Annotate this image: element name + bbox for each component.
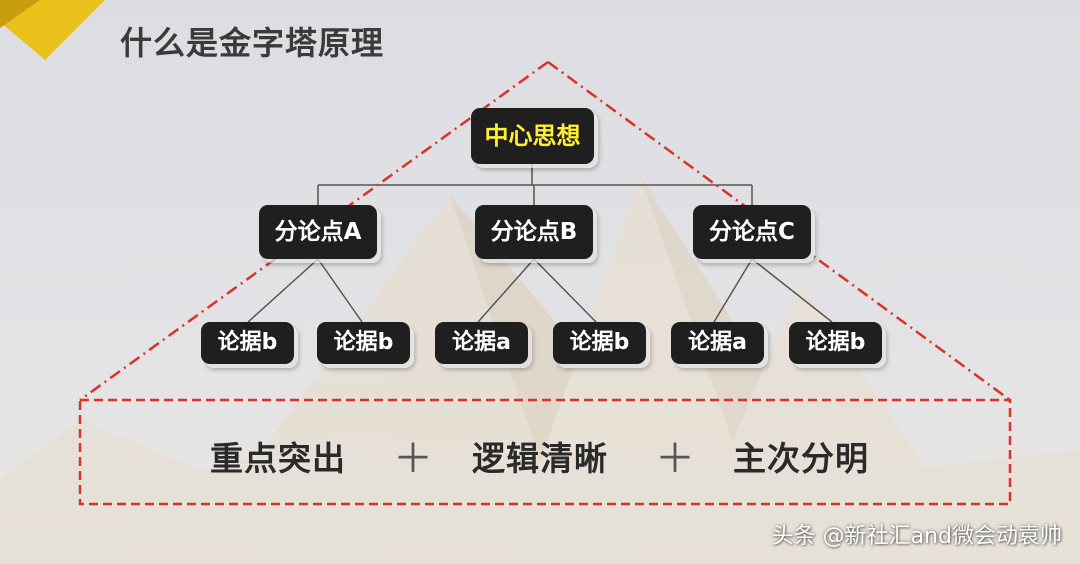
evidence-node: 论据b — [317, 322, 410, 364]
summary-item-logic: 逻辑清晰 — [472, 439, 608, 478]
evidence-node: 论据b — [201, 322, 294, 364]
corner-decoration — [0, 0, 105, 60]
summary-item-priority: 主次分明 — [733, 439, 869, 478]
plus-separator: ＋ — [393, 436, 433, 482]
page-title: 什么是金字塔原理 — [120, 24, 385, 62]
sub-point-a-node: 分论点A — [259, 205, 377, 259]
evidence-node: 论据b — [789, 322, 882, 364]
sub-point-c-node: 分论点C — [693, 205, 811, 259]
summary-frame — [78, 398, 1012, 506]
sub-point-b-node: 分论点B — [475, 205, 593, 259]
evidence-node: 论据a — [435, 322, 528, 364]
summary-item-emphasis: 重点突出 — [210, 439, 346, 478]
source-watermark: 头条 @新社汇and微会动袁帅 — [771, 524, 1062, 549]
plus-separator: ＋ — [655, 436, 695, 482]
evidence-node: 论据a — [671, 322, 764, 364]
tree-connectors — [247, 164, 833, 323]
evidence-node: 论据b — [553, 322, 646, 364]
central-idea-node: 中心思想 — [471, 108, 594, 164]
